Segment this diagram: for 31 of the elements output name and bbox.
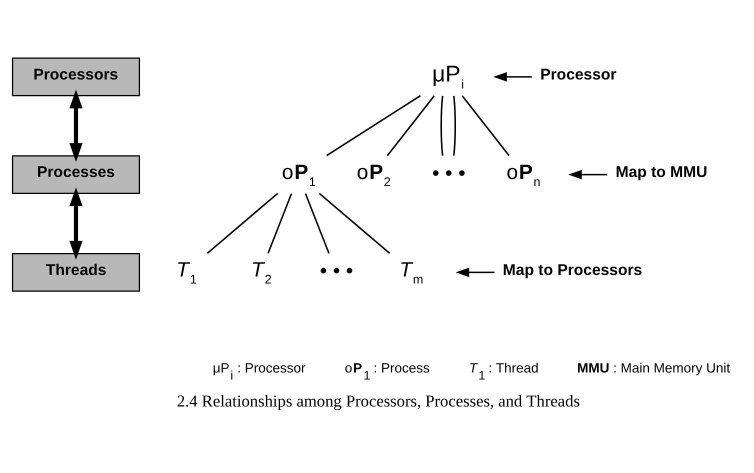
connector (462, 94, 510, 156)
arrow (69, 186, 83, 260)
connector (267, 192, 292, 254)
node-text: T$_{1}$ (176, 258, 197, 286)
node-box: Processors (12, 57, 140, 96)
connector (440, 95, 444, 156)
label: MMU : Main Memory Unit (577, 360, 730, 376)
node-box: Processes (12, 154, 140, 194)
connector (326, 94, 421, 156)
node-text: oP$_{n}$ (506, 160, 540, 188)
node-text: T$_{m}$ (399, 258, 424, 286)
node-box: Threads (12, 252, 140, 292)
node-text: • • • (432, 161, 466, 184)
connector (453, 95, 456, 156)
node-text: Map to MMU (616, 164, 708, 181)
connector (318, 192, 390, 254)
node-text: oP$_{1}$ (282, 160, 316, 188)
arrow (568, 169, 608, 179)
node-text: • • • (320, 259, 354, 282)
node-text: Map to Processors (502, 261, 642, 278)
connector (304, 192, 330, 254)
arrow (493, 72, 532, 82)
caption: 2.4 Relationships among Processors, Processes, and Threads (176, 390, 580, 410)
arrow (69, 89, 83, 162)
connector (206, 192, 278, 254)
node-text: μP$_{i}$ (432, 60, 464, 92)
node-text: T$_{2}$ (251, 258, 272, 286)
node-text: Processor (540, 66, 616, 83)
connector (386, 94, 435, 156)
arrow (456, 267, 494, 277)
node-text: oP$_{2}$ (356, 160, 391, 188)
